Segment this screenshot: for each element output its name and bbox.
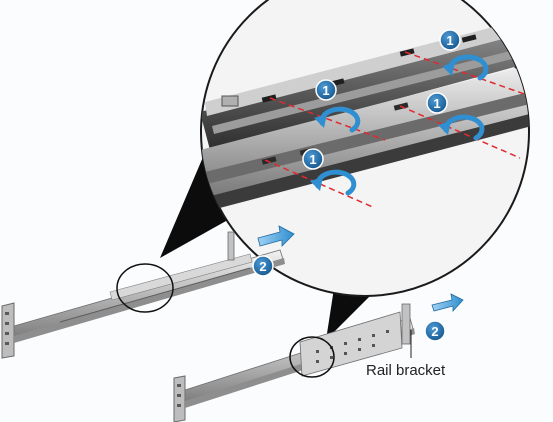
rail-bracket-label: Rail bracket	[366, 362, 446, 379]
zoom-view: 1 1 1 1	[200, 0, 530, 297]
step-badge: 2	[424, 320, 446, 342]
step-number: 1	[446, 33, 453, 48]
step-number: 1	[433, 96, 440, 111]
slide-arrow-icon	[431, 293, 464, 313]
slide-arrow-right	[431, 293, 464, 313]
step-badge: 1	[426, 92, 448, 114]
step-badge: 1	[302, 148, 324, 170]
rail-left	[1, 231, 285, 359]
step-badge: 2	[252, 255, 274, 277]
step-badge: 1	[315, 79, 337, 101]
step-number: 2	[431, 324, 438, 339]
zoom-target-left	[116, 263, 174, 313]
rail-left-front-ear	[1, 302, 15, 359]
rail-right: Rail bracket	[173, 303, 446, 422]
step-number: 2	[259, 259, 266, 274]
step-number: 1	[309, 152, 316, 167]
step-badges-rotate: 1 1 1 1	[302, 29, 461, 170]
zoom-target-right	[289, 336, 335, 378]
rail-bracket	[299, 311, 403, 377]
slide-arrow-icon	[257, 225, 295, 247]
step-number: 1	[322, 83, 329, 98]
slide-arrow-left	[257, 225, 295, 247]
rail-right-front-ear	[173, 375, 186, 422]
step-badge: 1	[439, 29, 461, 51]
